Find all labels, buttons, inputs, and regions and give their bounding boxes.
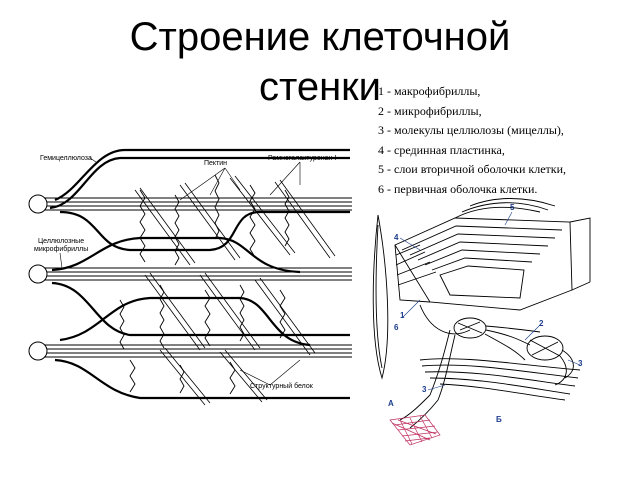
legend-item-4: 4 - срединная пластинка,	[378, 142, 505, 157]
cell-wall-molecular-diagram	[28, 148, 352, 406]
mark-a: А	[388, 399, 394, 408]
right-callout-leaders	[399, 211, 581, 391]
cell-wall-block	[394, 198, 591, 311]
hemicellulose-chains	[49, 148, 350, 400]
molecule-mesh	[389, 414, 441, 446]
title-line-1: Строение клеточной	[129, 15, 511, 59]
mark-4: 4	[394, 233, 399, 242]
label-structural-protein: Структурный белок	[250, 382, 314, 390]
legend-item-6: 6 - первичная оболочка клетки.	[378, 181, 538, 196]
mark-3-right: 3	[578, 359, 583, 368]
pectin-chains	[119, 174, 290, 395]
macrofibril-unwinding	[399, 304, 581, 429]
left-callout-leaders	[59, 157, 301, 386]
title-line-2: стенки	[258, 65, 382, 109]
page-title: Строение клеточной стенки	[60, 12, 580, 112]
legend-item-2: 2 - микрофибриллы,	[378, 103, 482, 118]
legend-item-1: 1 - макрофибриллы,	[378, 84, 481, 98]
mark-5: 5	[510, 203, 515, 212]
mark-6: 6	[394, 323, 399, 332]
structural-protein-rods	[134, 175, 336, 406]
elongated-fiber-cell	[372, 214, 389, 380]
label-microfibrils-line2: микрофибриллы	[34, 245, 88, 253]
mark-1: 1	[400, 311, 405, 320]
mark-2: 2	[539, 319, 544, 328]
mark-3-left: 3	[422, 385, 427, 394]
cell-wall-layers-diagram	[372, 198, 591, 446]
label-hemicellulose: Гемицеллюлоза	[40, 155, 92, 162]
label-microfibrils-line1: Целлюлозные	[38, 238, 84, 245]
legend: 1 - макрофибриллы, 2 - микрофибриллы, 3 …	[378, 82, 628, 200]
label-arabinogalactan: Рамногалактуронан I	[268, 155, 336, 162]
mark-b: Б	[496, 415, 502, 424]
legend-item-3: 3 - молекулы целлюлозы (мицеллы),	[378, 123, 564, 138]
legend-item-5: 5 - слои вторичной оболочки клетки,	[378, 162, 567, 177]
label-pectin: Пектин	[204, 160, 227, 167]
